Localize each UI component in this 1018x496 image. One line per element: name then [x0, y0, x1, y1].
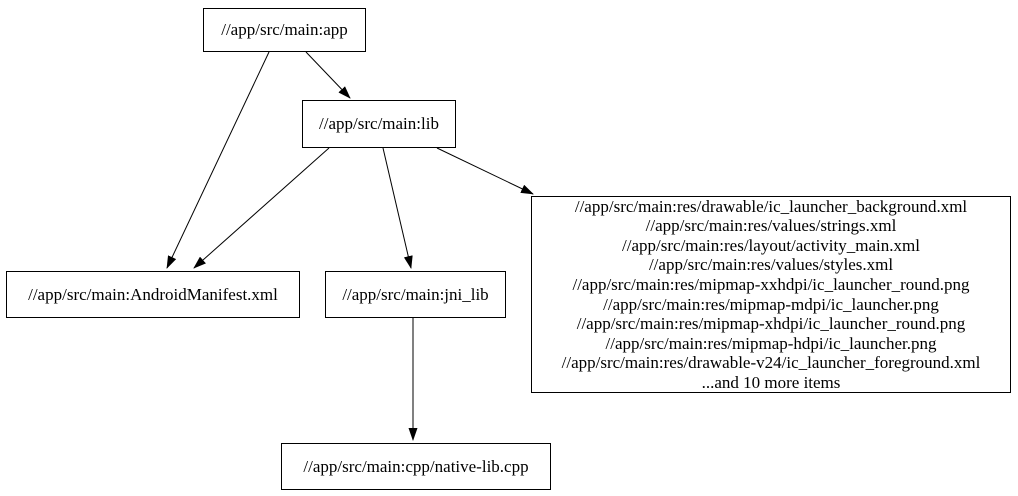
resource-line-more: ...and 10 more items	[701, 372, 841, 392]
node-lib-label: //app/src/main:lib	[319, 114, 439, 134]
node-android-manifest: //app/src/main:AndroidManifest.xml	[6, 271, 300, 318]
resource-line: //app/src/main:res/mipmap-xhdpi/ic_launc…	[576, 314, 966, 334]
resource-line: //app/src/main:res/values/styles.xml	[648, 255, 894, 275]
node-app-label: //app/src/main:app	[221, 20, 348, 40]
edge-app-to-lib	[305, 51, 351, 99]
edge-lib-to-jni-lib	[382, 147, 413, 269]
node-native-lib-cpp-label: //app/src/main:cpp/native-lib.cpp	[303, 456, 529, 476]
node-resources-group: //app/src/main:res/drawable/ic_launcher_…	[531, 196, 1011, 393]
resource-line: //app/src/main:res/mipmap-xxhdpi/ic_laun…	[572, 274, 970, 294]
resource-line: //app/src/main:res/drawable-v24/ic_launc…	[561, 353, 981, 373]
resource-line: //app/src/main:res/layout/activity_main.…	[622, 235, 920, 255]
node-android-manifest-label: //app/src/main:AndroidManifest.xml	[28, 284, 278, 304]
resource-line: //app/src/main:res/mipmap-hdpi/ic_launch…	[605, 333, 937, 353]
node-jni-lib: //app/src/main:jni_lib	[325, 271, 506, 318]
node-native-lib-cpp: //app/src/main:cpp/native-lib.cpp	[281, 443, 551, 490]
edge-app-to-manifest	[166, 51, 270, 269]
node-lib: //app/src/main:lib	[302, 100, 456, 148]
resource-line: //app/src/main:res/mipmap-mdpi/ic_launch…	[603, 294, 939, 314]
edge-lib-to-resources	[436, 147, 534, 195]
resource-line: //app/src/main:res/drawable/ic_launcher_…	[574, 196, 968, 216]
edge-lib-to-manifest	[193, 147, 330, 269]
node-app: //app/src/main:app	[203, 8, 366, 52]
node-jni-lib-label: //app/src/main:jni_lib	[342, 284, 489, 304]
resource-line: //app/src/main:res/values/strings.xml	[645, 216, 897, 236]
